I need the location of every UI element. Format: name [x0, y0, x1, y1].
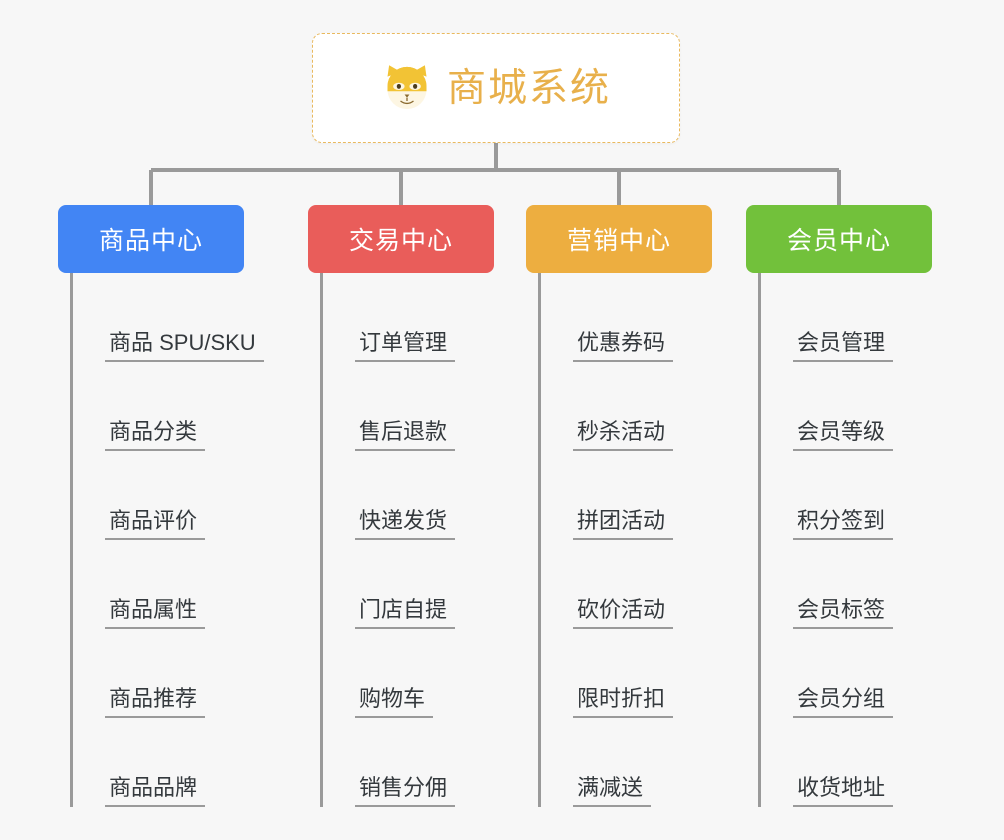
leaf-column-member: 会员管理 会员等级 积分签到 会员标签 会员分组 收货地址: [758, 273, 894, 807]
leaf-label: 销售分佣: [355, 777, 456, 807]
leaf-item[interactable]: 会员等级: [758, 362, 894, 451]
leaf-label: 会员分组: [793, 688, 894, 718]
leaf-label: 砍价活动: [573, 599, 674, 629]
leaf-item[interactable]: 门店自提: [320, 540, 456, 629]
leaf-item[interactable]: 商品品牌: [70, 718, 264, 807]
leaf-label: 商品属性: [105, 599, 206, 629]
branch-label: 交易中心: [348, 227, 453, 255]
branch-label: 会员中心: [786, 227, 891, 255]
leaf-label: 会员等级: [793, 421, 894, 451]
leaf-label: 商品分类: [105, 421, 206, 451]
branch-node-product[interactable]: 商品中心: [58, 205, 244, 273]
leaf-item[interactable]: 会员管理: [758, 273, 894, 362]
leaf-label: 优惠券码: [573, 332, 674, 362]
leaf-label: 限时折扣: [573, 688, 674, 718]
leaf-label: 商品 SPU/SKU: [105, 332, 264, 362]
branch-label: 商品中心: [98, 227, 203, 255]
leaf-item[interactable]: 快递发货: [320, 451, 456, 540]
leaf-column-product: 商品 SPU/SKU 商品分类 商品评价 商品属性 商品推荐 商品品牌: [70, 273, 264, 807]
leaf-label: 满减送: [573, 777, 652, 807]
leaf-label: 商品品牌: [105, 777, 206, 807]
leaf-item[interactable]: 商品属性: [70, 540, 264, 629]
leaf-item[interactable]: 积分签到: [758, 451, 894, 540]
leaf-item[interactable]: 商品评价: [70, 451, 264, 540]
leaf-label: 门店自提: [355, 599, 456, 629]
leaf-label: 快递发货: [355, 510, 456, 540]
leaf-item[interactable]: 收货地址: [758, 718, 894, 807]
root-title: 商城系统: [446, 66, 611, 110]
leaf-item[interactable]: 商品分类: [70, 362, 264, 451]
leaf-label: 积分签到: [793, 510, 894, 540]
leaf-item[interactable]: 会员分组: [758, 629, 894, 718]
leaf-item[interactable]: 商品推荐: [70, 629, 264, 718]
leaf-label: 会员管理: [793, 332, 894, 362]
leaf-column-marketing: 优惠券码 秒杀活动 拼团活动 砍价活动 限时折扣 满减送: [538, 273, 674, 807]
leaf-item[interactable]: 限时折扣: [538, 629, 674, 718]
leaf-label: 商品评价: [105, 510, 206, 540]
leaf-item[interactable]: 优惠券码: [538, 273, 674, 362]
leaf-label: 收货地址: [793, 777, 894, 807]
leaf-item[interactable]: 会员标签: [758, 540, 894, 629]
shiba-dog-face-icon: [387, 65, 427, 110]
leaf-item[interactable]: 拼团活动: [538, 451, 674, 540]
leaf-label: 商品推荐: [105, 688, 206, 718]
leaf-column-trade: 订单管理 售后退款 快递发货 门店自提 购物车 销售分佣: [320, 273, 456, 807]
leaf-label: 购物车: [355, 688, 434, 718]
leaf-item[interactable]: 秒杀活动: [538, 362, 674, 451]
leaf-label: 订单管理: [355, 332, 456, 362]
leaf-label: 售后退款: [355, 421, 456, 451]
branch-node-marketing[interactable]: 营销中心: [526, 205, 712, 273]
leaf-label: 会员标签: [793, 599, 894, 629]
leaf-label: 秒杀活动: [573, 421, 674, 451]
leaf-item[interactable]: 商品 SPU/SKU: [70, 273, 264, 362]
leaf-item[interactable]: 订单管理: [320, 273, 456, 362]
root-node[interactable]: 商城系统: [312, 33, 680, 143]
leaf-item[interactable]: 购物车: [320, 629, 455, 718]
leaf-item[interactable]: 砍价活动: [538, 540, 674, 629]
branch-node-trade[interactable]: 交易中心: [308, 205, 494, 273]
leaf-item[interactable]: 销售分佣: [320, 718, 456, 807]
leaf-item[interactable]: 售后退款: [320, 362, 456, 451]
leaf-label: 拼团活动: [573, 510, 674, 540]
branch-node-member[interactable]: 会员中心: [746, 205, 932, 273]
leaf-item[interactable]: 满减送: [538, 718, 673, 807]
branch-label: 营销中心: [566, 227, 671, 255]
